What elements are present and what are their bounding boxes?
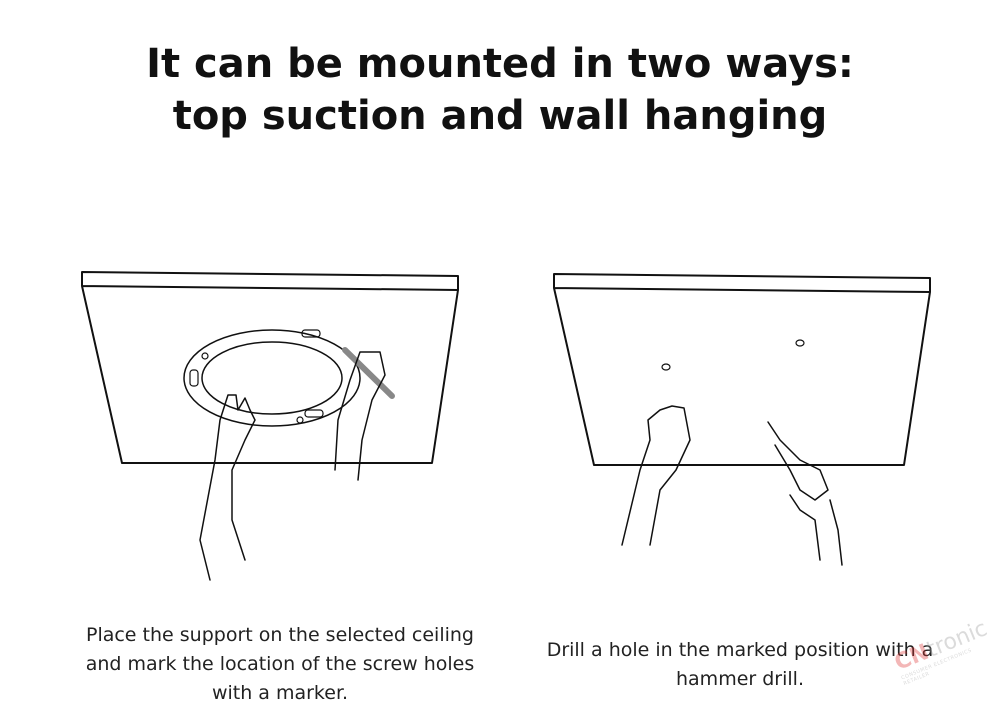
ceiling-panel-1 [81, 271, 459, 464]
title-line-1: It can be mounted in two ways: [146, 41, 854, 87]
ceiling-panel-2 [553, 273, 931, 466]
step1-illustration [81, 271, 459, 581]
mounting-ring [183, 329, 361, 427]
right-hand [334, 351, 386, 481]
hole [795, 339, 805, 347]
hammer-drill [767, 421, 829, 501]
left-hand [199, 394, 256, 581]
drill-hand [789, 494, 843, 566]
step1-caption: Place the support on the selected ceilin… [85, 624, 475, 704]
step2-illustration [553, 273, 931, 566]
title-line-2: top suction and wall hanging [172, 93, 828, 139]
marker [342, 347, 395, 399]
hole [661, 363, 671, 371]
hand-on-ceiling [621, 405, 691, 546]
step2-caption: Drill a hole in the marked position with… [546, 639, 934, 690]
page-title: It can be mounted in two ways: top sucti… [0, 38, 1000, 142]
